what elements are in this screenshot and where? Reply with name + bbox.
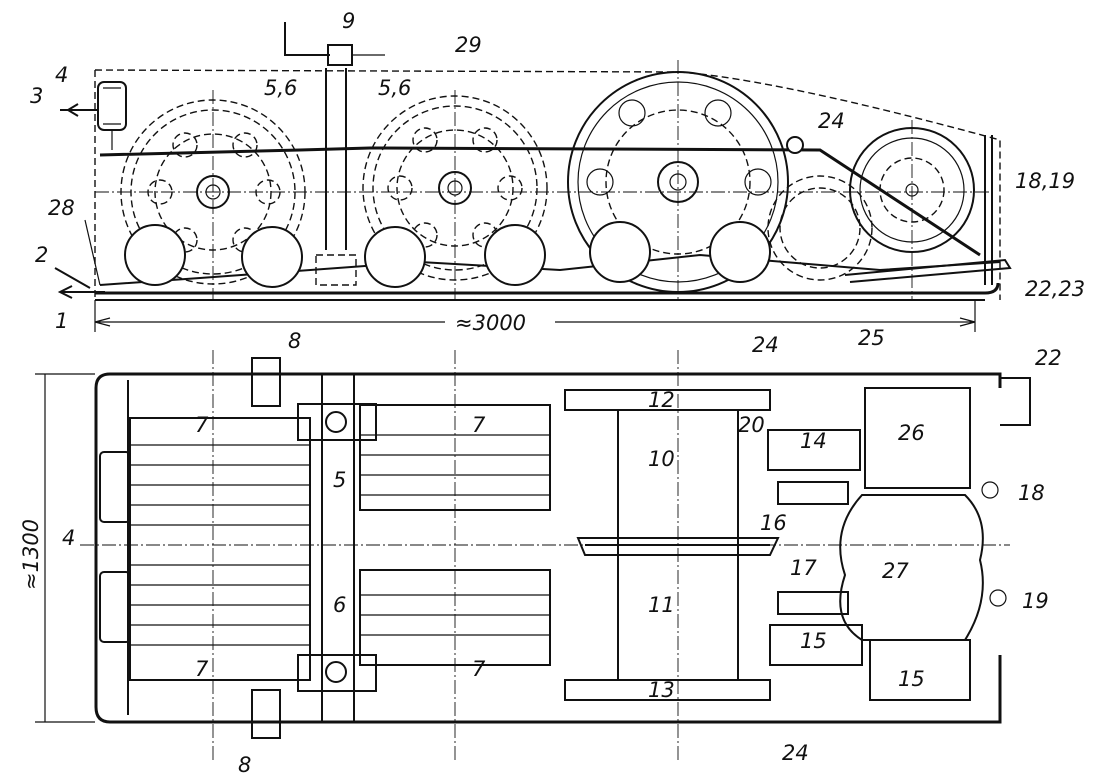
drum-1 xyxy=(120,99,306,288)
bearing-block-top xyxy=(297,403,377,441)
label-7-tr: 7 xyxy=(472,413,486,437)
adjusting-spindle xyxy=(284,22,385,286)
bolt-19 xyxy=(989,589,1007,607)
label-18-19: 18,19 xyxy=(1015,169,1075,193)
rail-12 xyxy=(564,389,771,411)
arrow-2 xyxy=(54,267,91,289)
roller-24 xyxy=(786,136,804,154)
label-8-bottom: 8 xyxy=(238,753,251,777)
label-13: 13 xyxy=(648,678,675,702)
lever-22 xyxy=(1000,377,1031,426)
center-lines-top xyxy=(95,60,990,300)
label-28: 28 xyxy=(48,196,75,220)
brake-15 xyxy=(769,624,863,666)
label-6: 6 xyxy=(333,593,346,617)
label-29: 29 xyxy=(455,33,482,57)
label-9: 9 xyxy=(342,9,355,33)
arrow-3 xyxy=(60,103,98,117)
arrow-1 xyxy=(57,285,105,299)
leader-28 xyxy=(84,219,101,286)
brake-14 xyxy=(767,429,861,471)
coupling-16 xyxy=(777,481,849,505)
label-15-a: 15 xyxy=(800,629,827,653)
gearbox-26 xyxy=(864,387,971,489)
bolt-18 xyxy=(981,481,999,499)
bearing-block-bottom xyxy=(297,654,377,692)
label-10: 10 xyxy=(648,447,675,471)
dimension-length: ≈3000 xyxy=(455,311,526,335)
label-17: 17 xyxy=(790,556,817,580)
label-8-top: 8 xyxy=(288,329,301,353)
label-22-23: 22,23 xyxy=(1025,277,1085,301)
grooved-drum-left xyxy=(129,417,311,681)
label-20: 20 xyxy=(738,413,765,437)
label-26: 26 xyxy=(898,421,925,445)
label-5-6-a: 5,6 xyxy=(264,76,297,100)
label-12: 12 xyxy=(648,388,675,412)
label-27: 27 xyxy=(882,559,909,583)
cable-line-lower xyxy=(99,253,1001,286)
label-18: 18 xyxy=(1018,481,1045,505)
coupling-17 xyxy=(777,591,849,615)
label-11: 11 xyxy=(648,593,675,617)
label-5: 5 xyxy=(333,468,346,492)
label-19: 19 xyxy=(1022,589,1049,613)
dimension-width: ≈1300 xyxy=(19,519,43,590)
label-7-bl: 7 xyxy=(195,657,209,681)
end-switch-4-lower xyxy=(99,571,131,643)
label-3: 3 xyxy=(30,84,43,108)
label-7-tl: 7 xyxy=(195,413,209,437)
rail-13 xyxy=(564,679,771,701)
label-14: 14 xyxy=(800,429,827,453)
label-4-top: 4 xyxy=(55,63,68,87)
center-lines-plan xyxy=(80,350,1010,760)
plan-frame xyxy=(94,372,1002,724)
center-column xyxy=(321,373,355,723)
motor-27 xyxy=(839,494,984,641)
label-5-6-b: 5,6 xyxy=(378,76,411,100)
dimension-line-width xyxy=(35,373,95,723)
cable-line-upper xyxy=(99,146,981,257)
label-4-bottom: 4 xyxy=(62,526,75,550)
label-24-top: 24 xyxy=(818,109,845,133)
tensioner-8-bottom xyxy=(251,689,281,739)
label-16: 16 xyxy=(760,511,787,535)
lever-22-23 xyxy=(844,258,1012,283)
drum-2 xyxy=(362,95,548,288)
plan-view: ≈1300 8 8 7 7 7 7 5 6 4 10 11 12 13 20 1… xyxy=(19,326,1062,777)
guide-post-18-19 xyxy=(984,135,993,285)
end-switch-4-upper xyxy=(99,451,131,523)
label-15-b: 15 xyxy=(898,667,925,691)
label-22: 22 xyxy=(1035,346,1062,370)
frame-15 xyxy=(869,639,971,701)
tensioner-8-top xyxy=(251,357,281,407)
label-25: 25 xyxy=(858,326,885,350)
label-24-mid: 24 xyxy=(752,333,779,357)
bearing-bottom xyxy=(325,661,347,683)
base-frame xyxy=(95,282,1000,295)
label-24-bottom: 24 xyxy=(782,741,809,765)
dim-label-bg xyxy=(445,308,555,336)
label-7-br: 7 xyxy=(472,657,486,681)
end-switch-4 xyxy=(97,81,127,150)
label-1: 1 xyxy=(55,309,68,333)
label-2: 2 xyxy=(35,243,48,267)
side-elevation-view: ≈3000 9 29 4 3 5,6 5,6 24 18,19 28 2 1 2… xyxy=(30,9,1085,336)
bearing-top xyxy=(325,411,347,433)
